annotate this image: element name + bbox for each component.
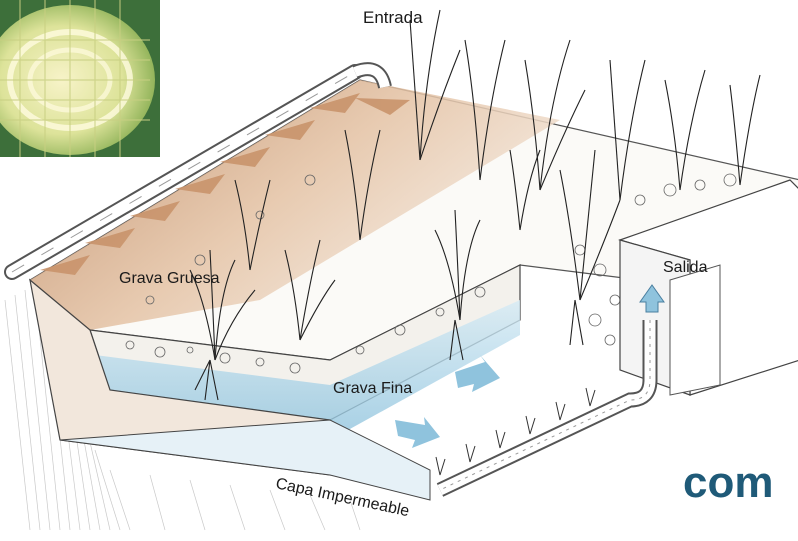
label-entrada: Entrada: [363, 8, 423, 27]
label-grava-fina: Grava Fina: [333, 380, 412, 397]
label-salida: Salida: [663, 259, 708, 276]
photo-thumbnail: [0, 0, 160, 157]
label-grava-gruesa: Grava Gruesa: [119, 270, 220, 287]
brand-text: com: [683, 458, 773, 508]
